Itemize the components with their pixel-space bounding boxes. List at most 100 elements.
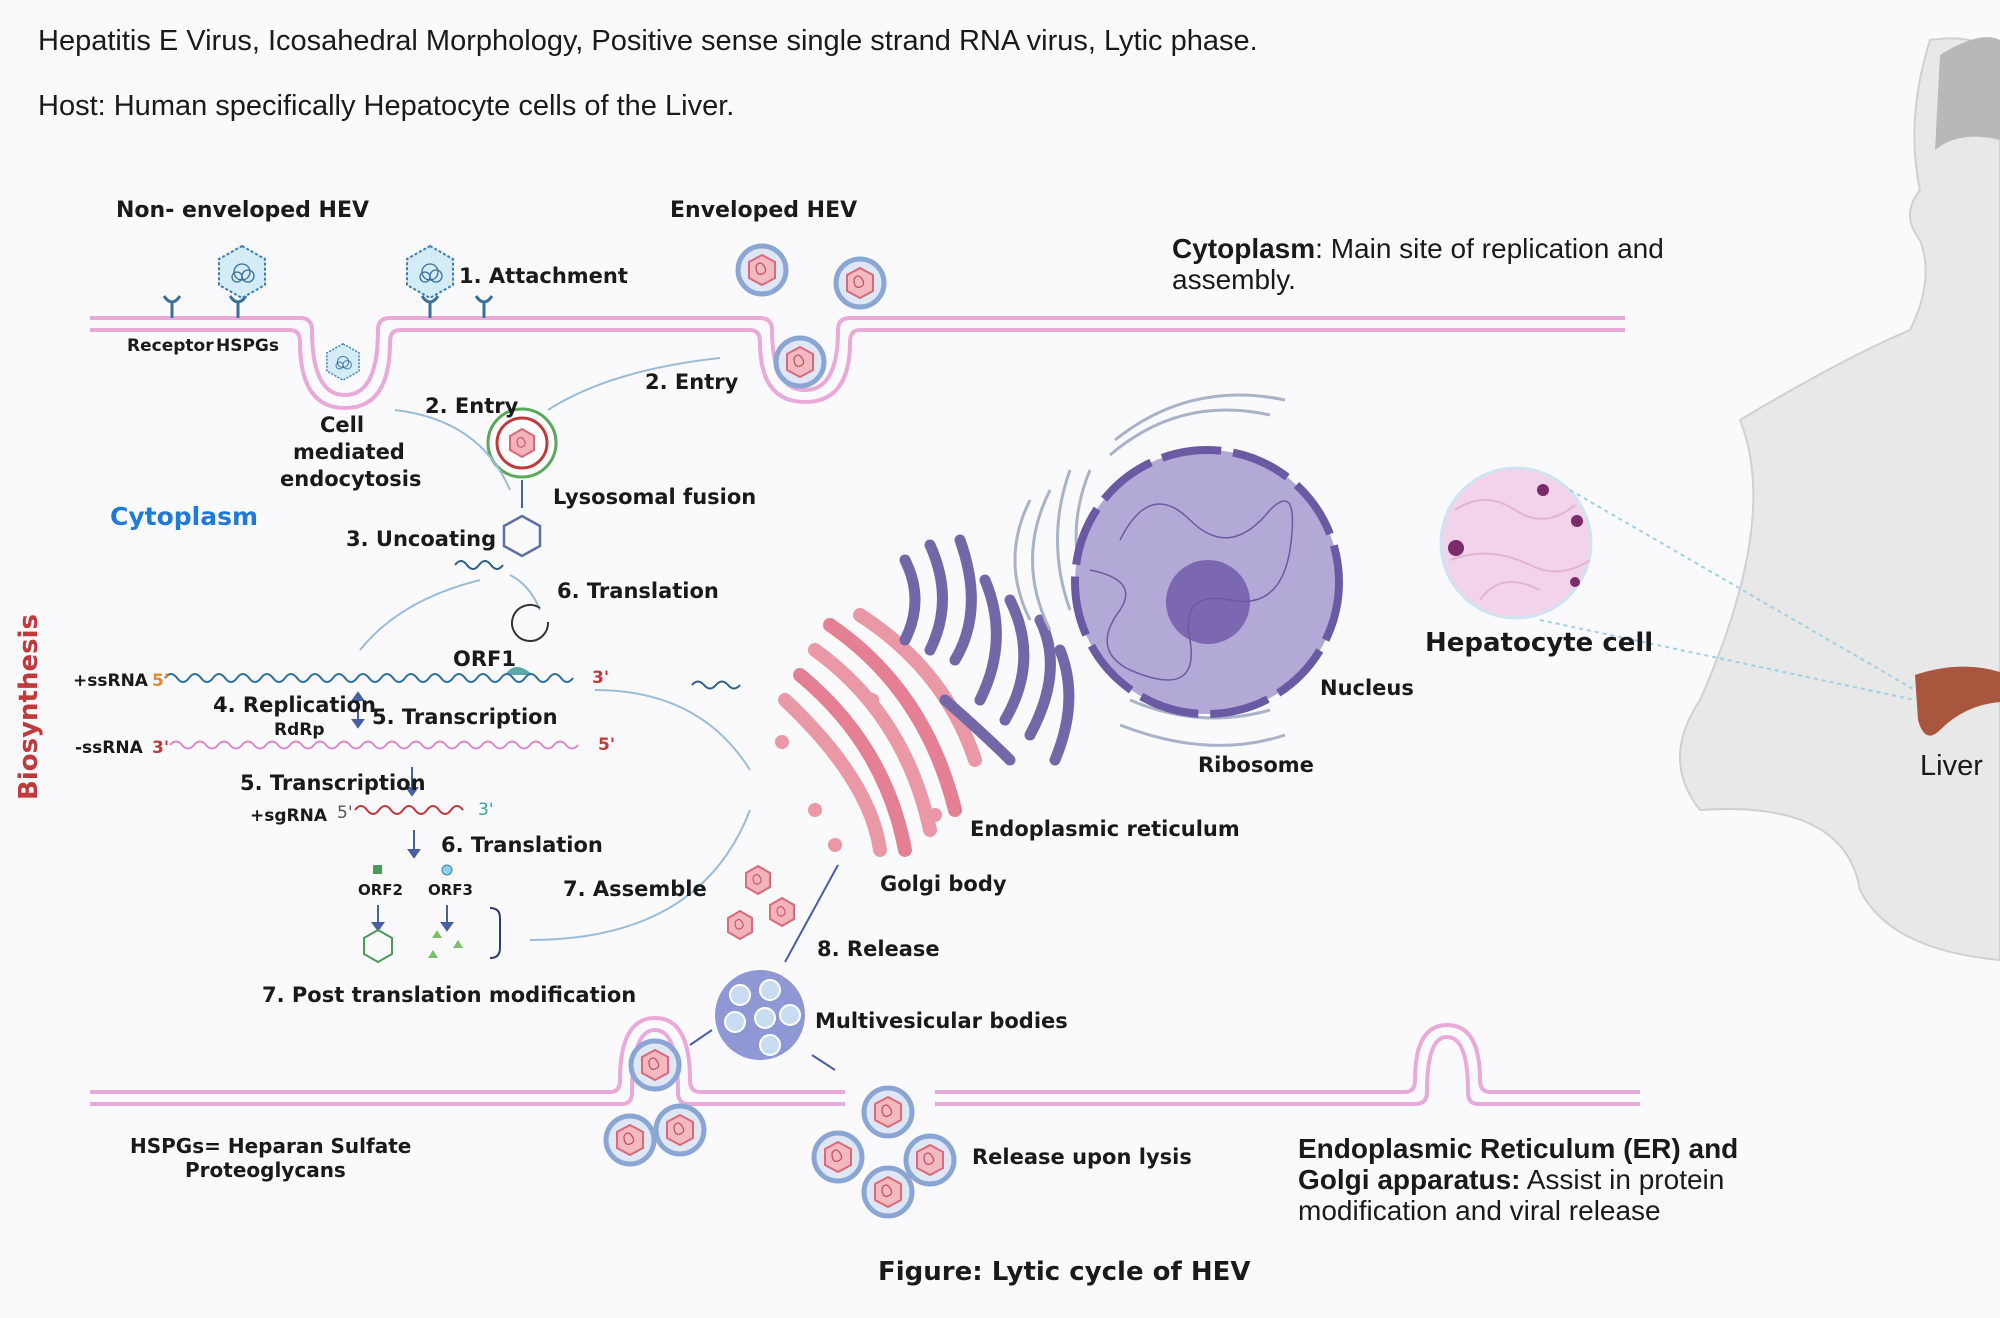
multivesicular-body (715, 970, 805, 1060)
post-translation-label: 7. Post translation modification (262, 983, 637, 1007)
orf3-protein-icon (441, 864, 453, 876)
transcription-b-label: 5. Transcription (240, 771, 426, 795)
enveloped-virion-icon (836, 259, 884, 307)
liver-icon (1915, 666, 2000, 736)
hspgs-definition-1: HSPGs= Heparan Sulfate (130, 1134, 412, 1158)
lysis-virion-icon (814, 1133, 862, 1181)
cytoplasm-note-text-1: : Main site of replication and (1315, 233, 1664, 264)
endoplasmic-reticulum-label: Endoplasmic reticulum (970, 817, 1240, 841)
neg-ssrna-3prime: 3' (152, 738, 170, 758)
ribosome-loop-icon (511, 603, 550, 642)
nucleus (1071, 446, 1343, 718)
uncoating-label: 3. Uncoating (346, 527, 497, 551)
cell-mediated-label-1: Cell (320, 413, 365, 437)
human-figure (1679, 37, 2000, 962)
pos-ssrna-label: +ssRNA (73, 671, 148, 691)
replication-label: 4. Replication (213, 693, 376, 717)
neg-ssrna-5prime: 5' (598, 735, 616, 755)
er-note-text-2: modification and viral release (1298, 1195, 1661, 1226)
nucleus-label: Nucleus (1320, 676, 1414, 700)
orf2-label: ORF2 (358, 881, 403, 899)
release-label: 8. Release (817, 937, 940, 961)
rdrp-label: RdRp (274, 720, 325, 740)
endocytosed-virion-icon (326, 343, 360, 381)
release-arrow (784, 864, 839, 963)
cytoplasm-label: Cytoplasm (110, 502, 259, 531)
lysosome-vesicle (486, 407, 558, 479)
smooth-er (1013, 393, 1286, 747)
released-virion-icon (606, 1116, 654, 1164)
cell-mediated-label-2: mediated (293, 440, 405, 464)
orf3-triangles (428, 930, 463, 958)
translation-bottom-label: 6. Translation (441, 833, 603, 857)
lysis-virion-icon (864, 1168, 912, 1216)
translation-top-label: 6. Translation (557, 579, 719, 603)
ribosome-label: Ribosome (1198, 753, 1314, 777)
er-note-bold-2: Golgi apparatus: (1298, 1164, 1521, 1195)
golgi-body-label: Golgi body (880, 872, 1007, 896)
orf3-label: ORF3 (428, 881, 473, 899)
mvb-arrows (689, 1029, 836, 1071)
receptors (162, 295, 494, 318)
er-note-text-1: Assist in protein (1520, 1164, 1725, 1195)
release-lysis-label: Release upon lysis (972, 1145, 1192, 1169)
multivesicular-bodies-label: Multivesicular bodies (815, 1009, 1068, 1033)
hepatocyte-magnified (1439, 466, 1593, 620)
neg-ssrna-strand (169, 740, 579, 750)
released-rna-icon (454, 560, 504, 570)
capsid-hexagon-icon (363, 928, 393, 964)
header-line-2: Host: Human specifically Hepatocyte cell… (38, 90, 735, 122)
er-note-bold-1: Endoplasmic Reticulum (ER) and (1298, 1133, 1739, 1164)
transcription-a-label: 5. Transcription (372, 705, 558, 729)
golgi-vesicles (775, 693, 942, 852)
sgrna-3prime: 3' (478, 800, 494, 820)
sgrna-strand (354, 805, 464, 815)
golgi-body (778, 608, 982, 857)
released-virion-icon (656, 1106, 704, 1154)
cell-mediated-label-3: endocytosis (280, 467, 422, 491)
enveloped-virion-icon (738, 246, 786, 294)
header-line-1: Hepatitis E Virus, Icosahedral Morpholog… (38, 25, 1258, 57)
neg-ssrna-label: -ssRNA (75, 738, 143, 758)
lysis-virion-icon (906, 1136, 954, 1184)
lysis-virion-icon (864, 1088, 912, 1136)
assemble-label: 7. Assemble (563, 877, 707, 901)
enveloped-hev-label: Enveloped HEV (670, 198, 858, 223)
hepatocyte-cell-label: Hepatocyte cell (1425, 628, 1654, 658)
pos-ssrna-strand (164, 673, 574, 683)
er-golgi-note: Endoplasmic Reticulum (ER) and Golgi app… (1298, 1133, 1738, 1226)
biosynthesis-label: Biosynthesis (14, 614, 44, 800)
non-enveloped-hev-label: Non- enveloped HEV (116, 198, 370, 223)
non-enveloped-virion-icon (218, 245, 266, 299)
sgrna-5prime: 5' (337, 803, 353, 823)
cytoplasm-note: Cytoplasm: Main site of replication and … (1172, 233, 1664, 295)
exiting-virion-icon (631, 1041, 679, 1089)
budding-virions (727, 865, 795, 940)
free-rna-icon (691, 680, 741, 690)
enveloped-virion-icon (776, 338, 824, 386)
lysosomal-fusion-label: Lysosomal fusion (553, 485, 757, 509)
bottom-cell-membrane (90, 1015, 1640, 1106)
hspgs-definition-2: Proteoglycans (185, 1158, 346, 1182)
sgrna-label: +sgRNA (250, 806, 328, 826)
cytoplasm-note-bold: Cytoplasm (1172, 233, 1316, 264)
hspgs-label: HSPGs (216, 336, 280, 356)
rough-er (899, 534, 1075, 766)
pos-ssrna-3prime: 3' (592, 668, 610, 688)
attachment-label: 1. Attachment (459, 264, 628, 288)
figure-caption: Figure: Lytic cycle of HEV (878, 1257, 1251, 1287)
pos-ssrna-5prime: 5' (152, 671, 170, 691)
liver-label: Liver (1920, 750, 1983, 782)
entry-left-label: 2. Entry (425, 394, 519, 418)
orf1-protein-icon (505, 667, 533, 675)
non-enveloped-virion-icon (406, 245, 454, 299)
step-arrows (351, 691, 454, 932)
orf2-protein-icon (373, 865, 382, 874)
bracket-icon (489, 907, 501, 959)
cytoplasm-note-text-2: assembly. (1172, 264, 1296, 295)
receptor-label: Receptor (127, 336, 214, 356)
empty-capsid-icon (502, 514, 542, 558)
top-cell-membrane (90, 316, 1625, 411)
zoom-lines (1539, 489, 1916, 701)
